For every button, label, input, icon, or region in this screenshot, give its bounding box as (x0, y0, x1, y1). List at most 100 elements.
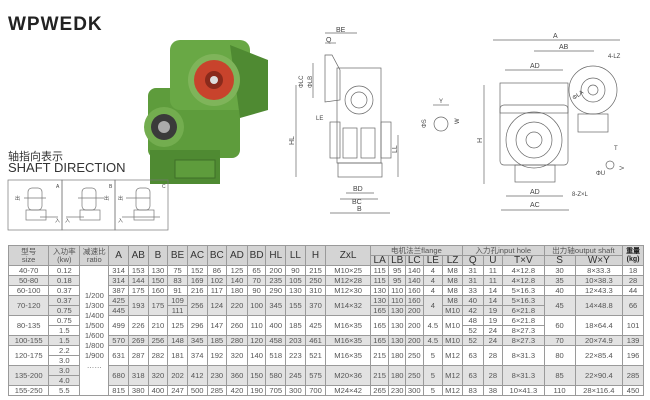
ratio-value: 1/600 (84, 330, 104, 340)
table-cell: 19 (482, 315, 504, 326)
table-cell: 6×21.8 (502, 315, 545, 326)
table-cell: 86 (206, 265, 228, 276)
col-a: A (108, 245, 129, 266)
table-cell: M24×42 (325, 385, 371, 396)
table-cell: 458 (265, 335, 287, 346)
shaft-box-c-letter: C (162, 184, 166, 190)
table-cell: 175 (127, 285, 149, 296)
dim-y: Y (439, 99, 443, 105)
table-cell: 60-100 (7, 285, 50, 296)
table-cell: 374 (186, 345, 208, 366)
input-label: 入 (118, 218, 123, 224)
col-h: H (304, 245, 327, 266)
table-cell: M14×32 (325, 295, 371, 316)
table-cell: 0.75 (48, 305, 81, 316)
table-cell: M16×35 (325, 335, 371, 346)
dim-s: ΦS (422, 119, 428, 128)
col-lb: LB (388, 255, 406, 266)
table-cell: 60 (543, 315, 576, 336)
table-cell: 140 (226, 275, 248, 286)
table-cell: 115 (369, 265, 390, 276)
shaft-box-a-letter: A (56, 184, 60, 190)
table-cell: 110 (388, 295, 406, 306)
table-cell: 125 (226, 265, 248, 276)
table-cell: 165 (369, 335, 390, 346)
table-cell: M12 (442, 365, 463, 386)
col-ab: AB (127, 245, 149, 266)
col-q: Q (461, 255, 484, 266)
table-cell: 260 (226, 315, 248, 336)
table-cell: 345 (186, 335, 208, 346)
table-cell: 20×74.9 (574, 335, 624, 346)
table-cell: 40 (543, 285, 576, 296)
table-cell: 130 (285, 285, 306, 296)
table-cell: 4×12.8 (502, 265, 545, 276)
col-power: 入功率(kw) (48, 245, 81, 266)
table-cell: 360 (226, 365, 248, 386)
table-cell: 14×48.8 (574, 295, 624, 316)
table-cell: 580 (265, 365, 287, 386)
table-cell: 4 (422, 295, 444, 316)
table-cell: 155 (285, 295, 306, 316)
table-cell: 245 (285, 365, 306, 386)
ratio-value: 1/500 (84, 320, 104, 330)
dim-v: V (620, 166, 626, 170)
dim-w: W (455, 118, 461, 124)
col-txv: T×V (502, 255, 545, 266)
table-cell: 45 (543, 295, 576, 316)
table-cell: 5.5 (48, 385, 81, 396)
col-group-flange: 电机法兰flange (369, 245, 463, 256)
table-cell: 230 (388, 385, 406, 396)
table-cell: 28 (622, 275, 644, 286)
table-cell: M8 (442, 295, 463, 306)
table-cell: 0.37 (48, 295, 81, 306)
table-cell: 83 (167, 275, 188, 286)
table-cell: 102 (206, 275, 228, 286)
table-cell: 38 (482, 385, 504, 396)
dim-a: A (553, 33, 558, 40)
table-cell: 85 (543, 365, 576, 386)
table-cell: 66 (622, 295, 644, 316)
dim-le: LE (316, 116, 323, 122)
table-cell: 250 (404, 345, 424, 366)
table-cell: 140 (404, 265, 424, 276)
table-cell: 2.2 (48, 345, 81, 356)
table-cell: 4 (422, 285, 444, 296)
table-cell: 152 (186, 265, 208, 276)
table-cell: 200 (265, 265, 287, 276)
table-cell: 105 (285, 275, 306, 286)
table-cell: 247 (167, 385, 188, 396)
table-cell: 8×33.3 (574, 265, 624, 276)
table-cell: 0.18 (48, 275, 81, 286)
table-cell: 285 (622, 365, 644, 386)
col-lc: LC (404, 255, 424, 266)
table-cell: 400 (147, 385, 169, 396)
table-cell: 287 (127, 345, 149, 366)
table-cell: 160 (404, 295, 424, 306)
input-label: 入 (55, 218, 60, 224)
table-cell: 223 (285, 345, 306, 366)
table-cell: M16×35 (325, 315, 371, 336)
table-cell: 450 (622, 385, 644, 396)
table-cell: 120-175 (7, 345, 50, 366)
col-ac: AC (186, 245, 208, 266)
table-cell: 3.0 (48, 365, 81, 376)
table-cell: 90 (285, 265, 306, 276)
table-cell: 250 (304, 275, 327, 286)
dim-la: ΦLA (572, 90, 585, 102)
table-cell: 282 (147, 345, 169, 366)
table-cell: 5 (422, 385, 444, 396)
table-cell: M8 (442, 265, 463, 276)
col-lz: LZ (442, 255, 463, 266)
table-cell: 63 (461, 345, 484, 366)
table-cell: 125 (167, 315, 188, 336)
col-le: LE (422, 255, 444, 266)
shaft-box-b (66, 187, 104, 221)
table-cell: 181 (167, 345, 188, 366)
table-cell: 135-200 (7, 365, 50, 386)
table-cell: 130 (147, 265, 169, 276)
